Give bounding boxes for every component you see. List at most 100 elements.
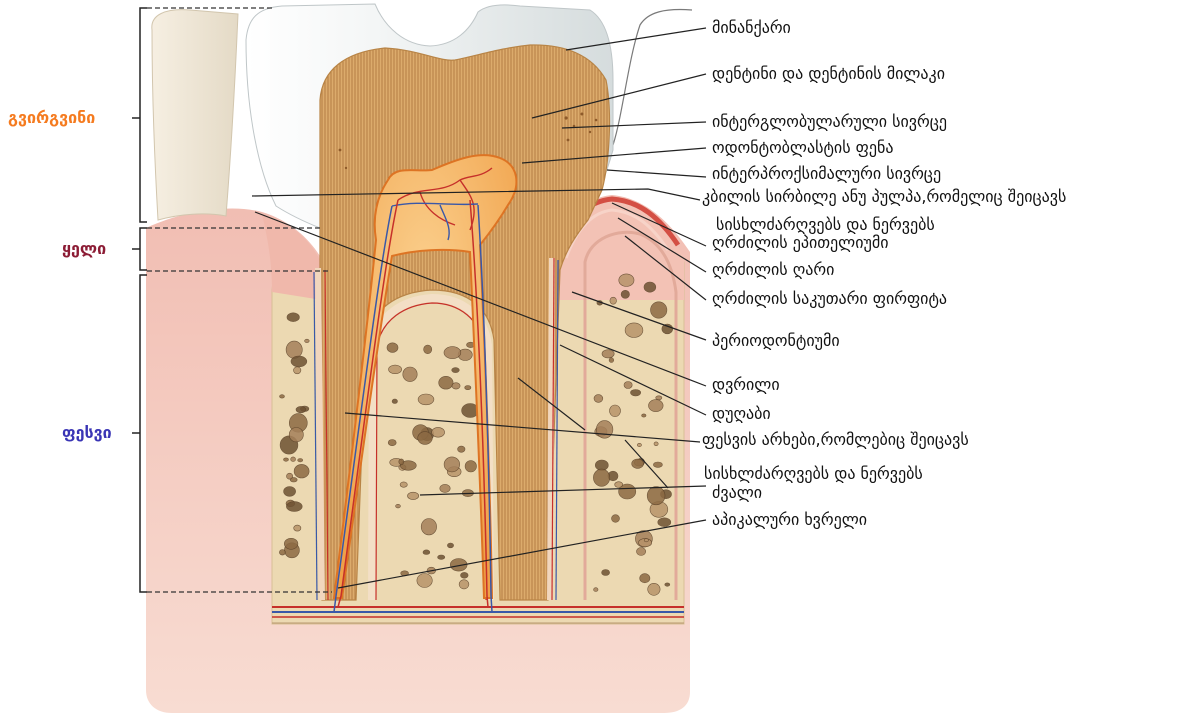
label-neck: ყელი bbox=[62, 239, 106, 259]
bone-spot bbox=[621, 290, 629, 298]
bone-spot bbox=[610, 405, 621, 417]
label-pulp-line2: სისხლძარღვებს და ნერვებს bbox=[716, 215, 935, 235]
bone-spot bbox=[662, 324, 673, 334]
label-papilla: დვრილი bbox=[712, 375, 780, 395]
label-root-canals-line2: სისხლძარღვებს და ნერვებს bbox=[704, 464, 923, 484]
label-enamel: მინანქარი bbox=[712, 18, 791, 38]
bone-spot bbox=[619, 274, 634, 287]
bone-spot bbox=[593, 469, 609, 486]
bone-spot bbox=[602, 350, 614, 358]
bone-spot bbox=[609, 358, 614, 363]
bone-spot bbox=[594, 588, 598, 592]
bone-spot bbox=[644, 282, 656, 292]
bone-spot bbox=[286, 502, 302, 512]
bone-spot bbox=[399, 459, 404, 465]
label-periodontium: პერიოდონტიუმი bbox=[712, 331, 840, 351]
label-bone: ძვალი bbox=[712, 483, 762, 503]
label-root: ფესვი bbox=[62, 423, 112, 443]
bone-spot bbox=[447, 543, 453, 548]
label-interproximal-space: ინტერპროქსიმალური სივრცე bbox=[712, 164, 941, 184]
label-crown: გვირგვინი bbox=[8, 108, 95, 128]
bone-spot bbox=[296, 406, 306, 412]
bone-spot bbox=[610, 297, 617, 304]
bone-spot bbox=[444, 347, 461, 359]
bone-spot bbox=[438, 555, 445, 559]
bone-spot bbox=[280, 395, 285, 398]
bone-spot bbox=[439, 376, 453, 389]
bone-spot bbox=[418, 432, 433, 445]
bone-spot bbox=[305, 339, 310, 342]
bone-spot bbox=[418, 394, 434, 405]
bone-spot bbox=[632, 459, 644, 468]
bone-spot bbox=[403, 367, 417, 382]
bone-spot bbox=[665, 583, 670, 586]
label-dentin: დენტინი და დენტინის მილაკი bbox=[712, 64, 945, 84]
adjacent-tooth-left bbox=[152, 10, 238, 220]
bone-spot bbox=[596, 421, 613, 439]
bone-spot bbox=[594, 395, 603, 403]
bone-spot bbox=[461, 572, 469, 578]
adjacent-tooth-right-outline bbox=[612, 10, 692, 148]
bone-spot bbox=[388, 440, 396, 446]
bone-spot bbox=[291, 356, 307, 367]
bone-spot bbox=[424, 345, 432, 354]
bone-spot bbox=[656, 396, 662, 400]
bone-spot bbox=[284, 487, 296, 497]
bone-spot bbox=[637, 548, 646, 556]
bone-spot bbox=[421, 519, 436, 535]
bone-spot bbox=[642, 414, 646, 417]
bracket-root bbox=[140, 275, 147, 592]
label-cementum: დუღაბი bbox=[712, 404, 771, 424]
label-interglobular-space: ინტერგლობულარული სივრცე bbox=[712, 112, 947, 132]
bone-spot bbox=[294, 525, 301, 531]
bone-spot bbox=[284, 458, 289, 461]
bone-spot bbox=[459, 580, 469, 589]
bone-spot bbox=[432, 427, 445, 437]
bone-spot bbox=[625, 323, 643, 338]
bone-spot bbox=[452, 368, 460, 373]
bone-spot bbox=[417, 574, 432, 588]
bone-spot bbox=[440, 484, 450, 492]
label-lamina-propria: ღრძილის საკუთარი ფირფიტა bbox=[712, 289, 947, 309]
bone-spot bbox=[644, 539, 648, 542]
bone-spot bbox=[615, 482, 623, 488]
bone-spot bbox=[654, 442, 658, 446]
bone-spot bbox=[294, 464, 309, 478]
bone-spot bbox=[649, 400, 664, 412]
bone-spot bbox=[624, 382, 632, 389]
bone-spot bbox=[637, 443, 641, 446]
bone-spot bbox=[298, 459, 303, 462]
label-gingival-sulcus: ღრძილის ღარი bbox=[712, 260, 834, 280]
bone-spot bbox=[423, 550, 430, 555]
bone-spot bbox=[392, 399, 397, 403]
bone-spot bbox=[294, 367, 301, 374]
bone-spot bbox=[602, 570, 610, 576]
bone-spot bbox=[631, 390, 641, 396]
label-apical-foramen: აპიკალური ხვრელი bbox=[712, 510, 867, 530]
leader-line-interproximal bbox=[607, 170, 706, 177]
bone-spot bbox=[452, 383, 460, 389]
bone-spot bbox=[465, 461, 476, 472]
bone-spot bbox=[458, 446, 465, 452]
label-gingival-epithelium: ღრძილის ეპითელიუმი bbox=[712, 233, 889, 253]
bone-spot bbox=[287, 313, 299, 322]
bone-spot bbox=[286, 341, 302, 358]
bone-spot bbox=[408, 492, 419, 499]
label-odontoblast-layer: ოდონტობლასტის ფენა bbox=[712, 138, 893, 158]
bone-spot bbox=[396, 504, 401, 508]
bone-spot bbox=[658, 518, 671, 527]
bone-spot bbox=[648, 583, 660, 595]
label-pulp-line1: კბილის სირბილე ანუ პულპა,რომელიც შეიცავს bbox=[702, 187, 1066, 207]
bone-spot bbox=[389, 365, 402, 374]
periodontium-left bbox=[318, 268, 322, 600]
bone-spot bbox=[465, 386, 471, 390]
bone-spot bbox=[284, 538, 298, 549]
bone-spot bbox=[612, 515, 620, 523]
bracket-crown bbox=[140, 8, 147, 222]
bone-spot bbox=[651, 302, 667, 318]
bone-spot bbox=[640, 574, 650, 583]
bone-spot bbox=[647, 487, 665, 505]
bone-spot bbox=[400, 482, 407, 487]
bone-spot bbox=[653, 462, 662, 467]
